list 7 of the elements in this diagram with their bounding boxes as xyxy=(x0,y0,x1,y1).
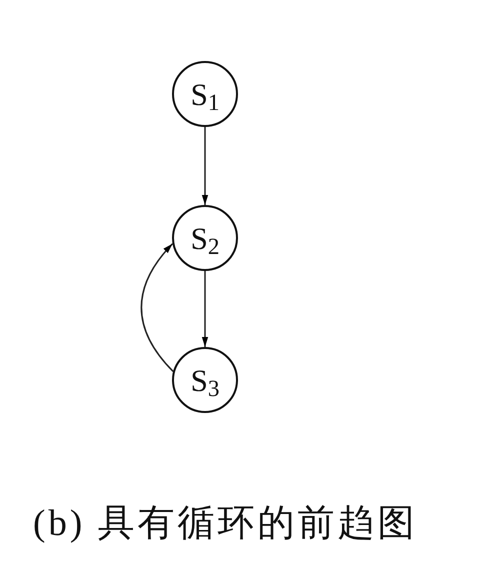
node-label: S$_{2}$ xyxy=(190,222,220,254)
arrow xyxy=(140,243,174,372)
caption: (b) 具有循环的前趋图 xyxy=(33,502,418,546)
arrow xyxy=(202,127,208,205)
arrow xyxy=(202,271,208,347)
node-label: S$_{1}$ xyxy=(190,78,220,110)
node-label: S$_{3}$ xyxy=(190,364,220,396)
